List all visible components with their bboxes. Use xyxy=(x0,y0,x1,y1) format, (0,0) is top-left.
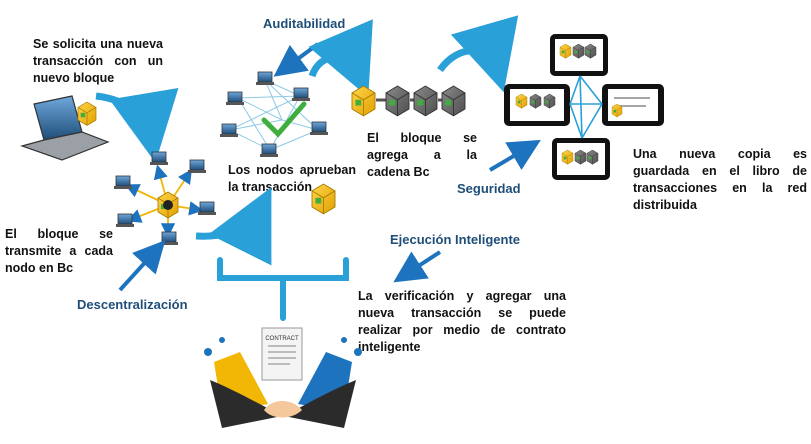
label-ejecucion: Ejecución Inteligente xyxy=(390,232,521,247)
curve-arrow-3 xyxy=(308,19,373,98)
approval-network xyxy=(219,71,336,215)
contract-label: CONTRACT xyxy=(265,336,299,342)
step-copy-saved-text: Una nueva copia es guardada en el libro … xyxy=(633,147,807,212)
step-new-request-text: Se solicita una nueva transacción con un… xyxy=(33,37,163,85)
step-smart-contract-text: La verificación y agregar una nueva tran… xyxy=(358,289,566,354)
broadcast-network xyxy=(113,151,217,246)
step-copy-saved: Una nueva copia es guardada en el libro … xyxy=(633,146,807,214)
bracket xyxy=(217,257,349,321)
curve-arrow-1 xyxy=(95,87,179,163)
laptop-icon xyxy=(19,95,110,161)
label-seguridad: Seguridad xyxy=(457,181,521,196)
step-add-chain-text: El bloque se agrega a la cadena Bc xyxy=(367,131,477,179)
descentralizacion-arrow xyxy=(118,240,166,292)
block-chain xyxy=(351,85,466,117)
curve-arrow-2 xyxy=(195,187,272,266)
step-broadcast-text: El bloque se transmite a cada nodo en Bc xyxy=(5,227,113,275)
contract-handshake: CONTRACT xyxy=(204,327,362,428)
step-add-chain: El bloque se agrega a la cadena Bc xyxy=(367,130,477,181)
label-descentralizacion: Descentralización xyxy=(77,297,188,312)
step-broadcast: El bloque se transmite a cada nodo en Bc xyxy=(5,226,113,277)
step-smart-contract: La verificación y agregar una nueva tran… xyxy=(358,288,566,356)
curve-arrow-4 xyxy=(437,15,519,93)
ejecucion-arrow xyxy=(393,250,442,283)
step-new-request: Se solicita una nueva transacción con un… xyxy=(33,36,163,87)
distributed-ledger-devices xyxy=(504,34,664,180)
seguridad-arrow xyxy=(488,139,541,172)
